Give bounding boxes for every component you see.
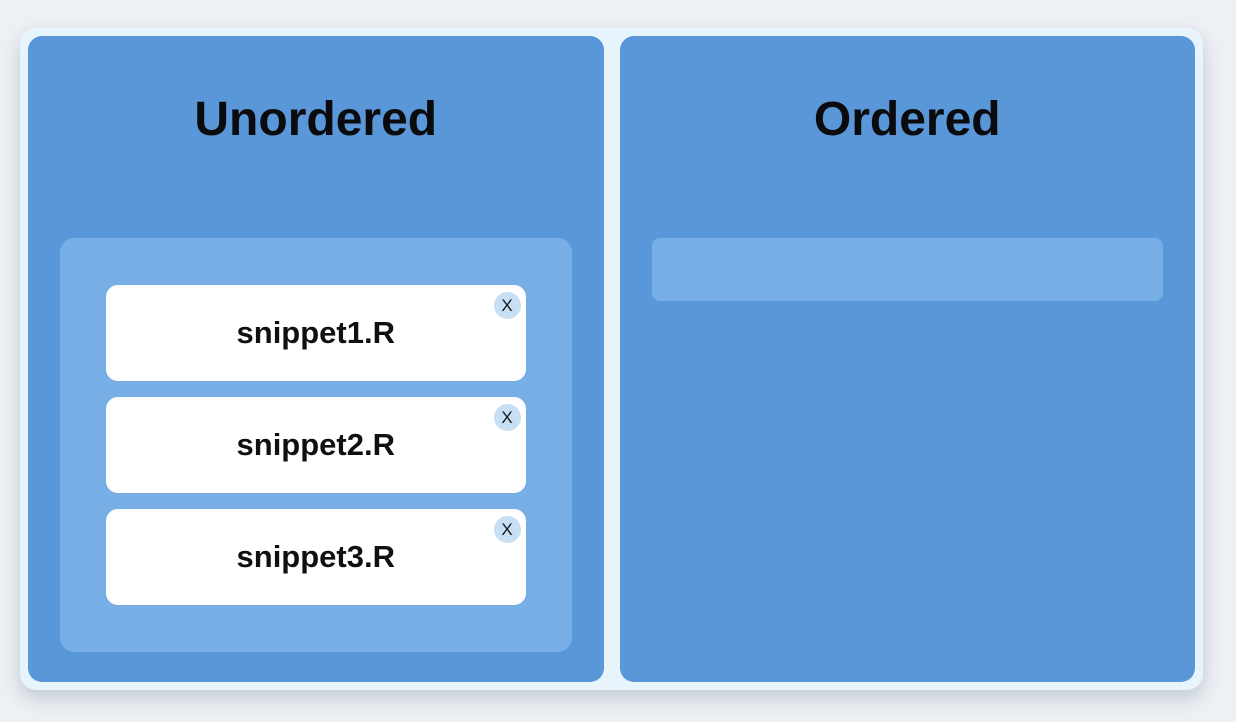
snippet-card[interactable]: X snippet2.R (106, 397, 526, 493)
panel-ordered: Ordered (619, 36, 1195, 682)
panel-unordered: Unordered X snippet1.R X snippet2.R X sn… (28, 36, 604, 682)
snippet-card[interactable]: X snippet3.R (106, 509, 526, 605)
unordered-dropzone[interactable]: X snippet1.R X snippet2.R X snippet3.R (60, 238, 572, 652)
remove-item-button[interactable]: X (493, 292, 521, 319)
snippet-label: snippet1.R (236, 315, 395, 350)
panel-title-unordered: Unordered (194, 93, 438, 146)
close-icon: X (501, 296, 513, 315)
remove-item-button[interactable]: X (493, 404, 521, 431)
close-icon: X (501, 520, 513, 539)
snippet-label: snippet3.R (236, 539, 395, 574)
panel-title-ordered: Ordered (813, 93, 1001, 146)
close-icon: X (501, 408, 513, 427)
snippet-label: snippet2.R (236, 427, 395, 462)
remove-item-button[interactable]: X (493, 516, 521, 543)
bucket-list-board: Unordered X snippet1.R X snippet2.R X sn… (20, 28, 1203, 690)
ordered-dropzone[interactable] (651, 238, 1163, 301)
snippet-card[interactable]: X snippet1.R (106, 285, 526, 381)
